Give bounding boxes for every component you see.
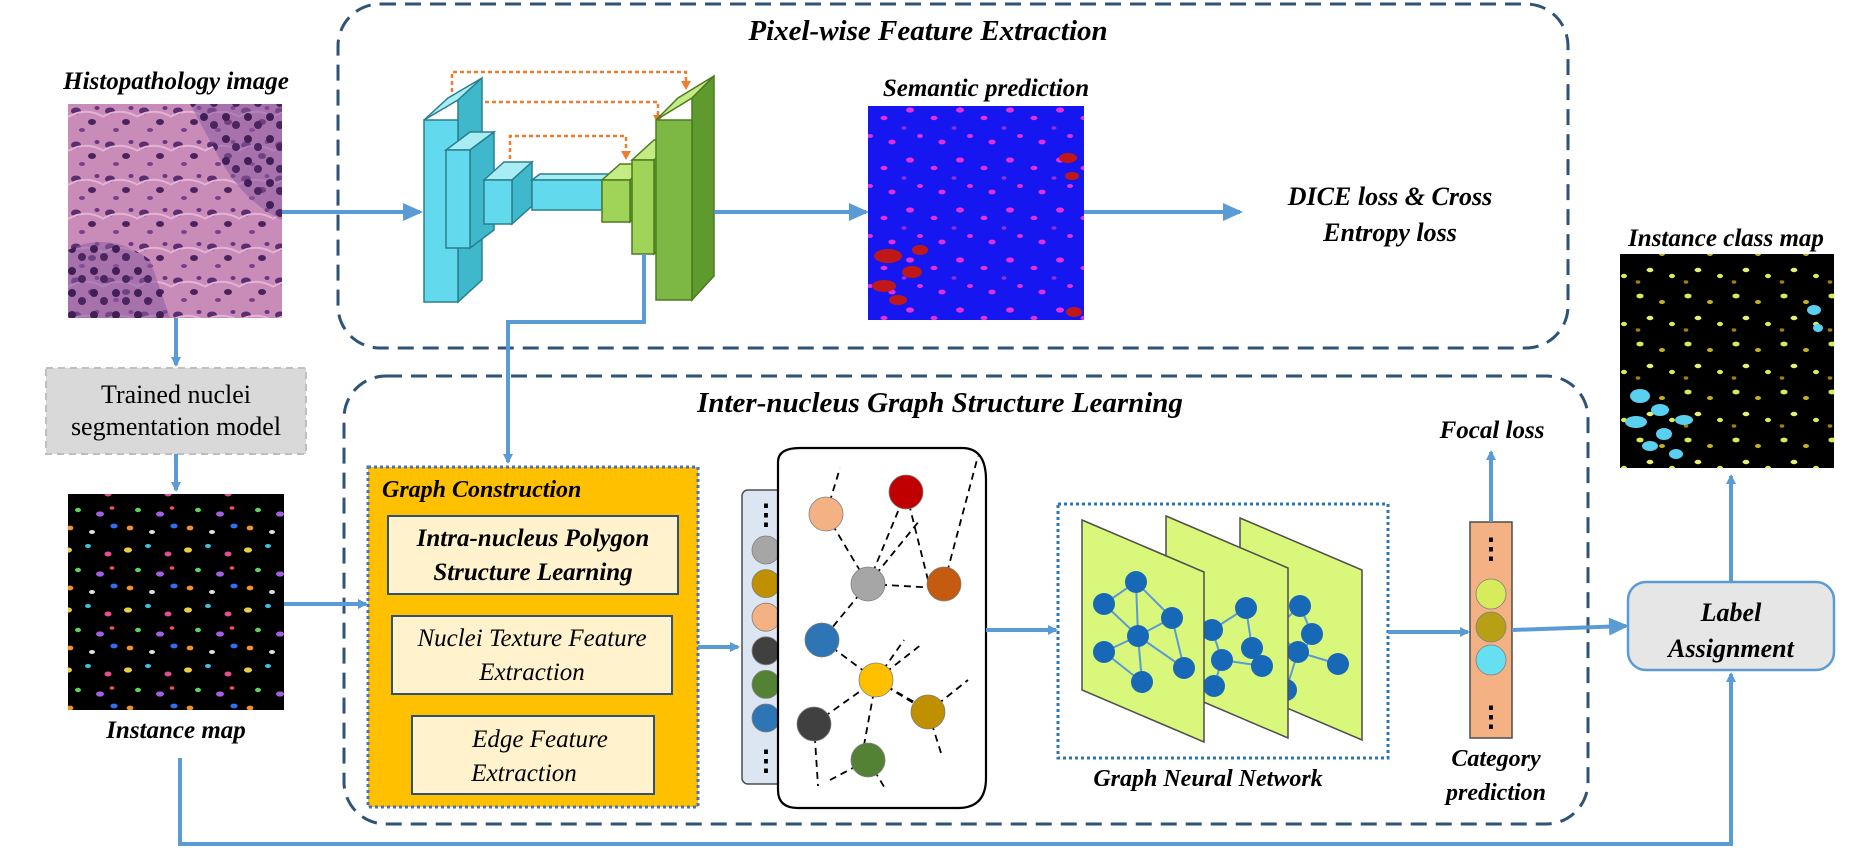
trained-model-label-2: segmentation model xyxy=(71,412,281,441)
feature-ellipsis-top: ⋮ xyxy=(752,500,780,531)
edge-feature-label-1: Edge Feature xyxy=(471,726,608,753)
graph-node xyxy=(850,742,886,778)
graph-node xyxy=(910,694,946,730)
trained-model-box: Trained nuclei segmentation model xyxy=(45,367,307,455)
feature-dot xyxy=(751,703,781,733)
graph-section-title: Inter-nucleus Graph Structure Learning xyxy=(696,387,1183,419)
category-dot xyxy=(1475,611,1507,643)
trained-model-label-1: Trained nuclei xyxy=(101,380,251,409)
graph-node xyxy=(888,474,924,510)
feature-dot xyxy=(751,569,781,598)
graph-construction-panel: Graph Construction Intra-nucleus Polygon… xyxy=(366,465,700,809)
feature-ellipsis-bottom: ⋮ xyxy=(752,746,780,777)
instance-map-image xyxy=(68,494,284,710)
edge-feature-label-2: Extraction xyxy=(470,760,577,787)
graph-node xyxy=(804,622,840,658)
graph-node xyxy=(926,566,962,602)
pixel-section-box xyxy=(336,2,1570,350)
graph-node xyxy=(858,662,894,698)
category-dot xyxy=(1475,644,1507,676)
graph-node xyxy=(808,496,844,532)
pixel-section-title: Pixel-wise Feature Extraction xyxy=(747,15,1107,47)
arrow-instance-to-label xyxy=(178,672,1736,846)
semantic-prediction-title: Semantic prediction xyxy=(883,75,1089,102)
histopathology-image xyxy=(68,104,282,318)
label-assignment-label-1: Label xyxy=(1700,598,1762,627)
gnn-title: Graph Neural Network xyxy=(1093,766,1322,792)
arrow-unet-to-graph xyxy=(503,254,646,464)
edge-feature-box xyxy=(411,715,655,795)
instance-class-map-title: Instance class map xyxy=(1627,225,1824,252)
category-ellipsis-top: ⋮ xyxy=(1477,534,1505,565)
category-prediction-column: ⋮ ⋮ xyxy=(1469,521,1513,739)
feature-dot xyxy=(751,602,781,632)
gnn-layer-1 xyxy=(1081,518,1205,744)
skip-connection-1 xyxy=(450,70,691,92)
dice-loss-label-2: Entropy loss xyxy=(1322,218,1457,247)
texture-feature-box xyxy=(391,615,673,695)
focal-loss-label: Focal loss xyxy=(1439,417,1545,444)
feature-dot xyxy=(751,670,781,699)
texture-feature-label-1: Nuclei Texture Feature xyxy=(416,625,646,652)
instance-map-title: Instance map xyxy=(105,717,246,744)
feature-dot xyxy=(751,636,781,666)
histopathology-title: Histopathology image xyxy=(62,68,289,95)
category-prediction-label-2: prediction xyxy=(1444,780,1546,806)
nucleus-graph xyxy=(776,446,988,810)
graph-node xyxy=(850,566,886,602)
label-assignment-label-2: Assignment xyxy=(1666,634,1794,663)
gnn-panel xyxy=(1056,502,1390,760)
skip-connection-3 xyxy=(508,134,631,166)
category-prediction-label-1: Category xyxy=(1451,746,1541,772)
semantic-prediction-image xyxy=(868,106,1084,320)
skip-connection-2 xyxy=(474,100,663,128)
texture-feature-label-2: Extraction xyxy=(478,659,585,686)
category-dot xyxy=(1475,578,1507,610)
graph-node xyxy=(796,706,832,742)
instance-class-map-image xyxy=(1620,254,1834,468)
intra-nucleus-label-1: Intra-nucleus Polygon xyxy=(416,525,650,552)
graph-construction-title: Graph Construction xyxy=(382,477,581,503)
feature-dot xyxy=(751,535,781,565)
unet-encoder-decoder xyxy=(423,70,715,304)
intra-nucleus-box xyxy=(387,515,679,595)
arrow-category-to-label xyxy=(1511,617,1629,636)
label-assignment-box: Label Assignment xyxy=(1626,580,1836,672)
intra-nucleus-label-2: Structure Learning xyxy=(433,559,632,586)
dice-loss-label-1: DICE loss & Cross xyxy=(1287,182,1492,211)
graph-section-box xyxy=(342,374,1590,826)
category-ellipsis-bottom: ⋮ xyxy=(1477,702,1505,733)
